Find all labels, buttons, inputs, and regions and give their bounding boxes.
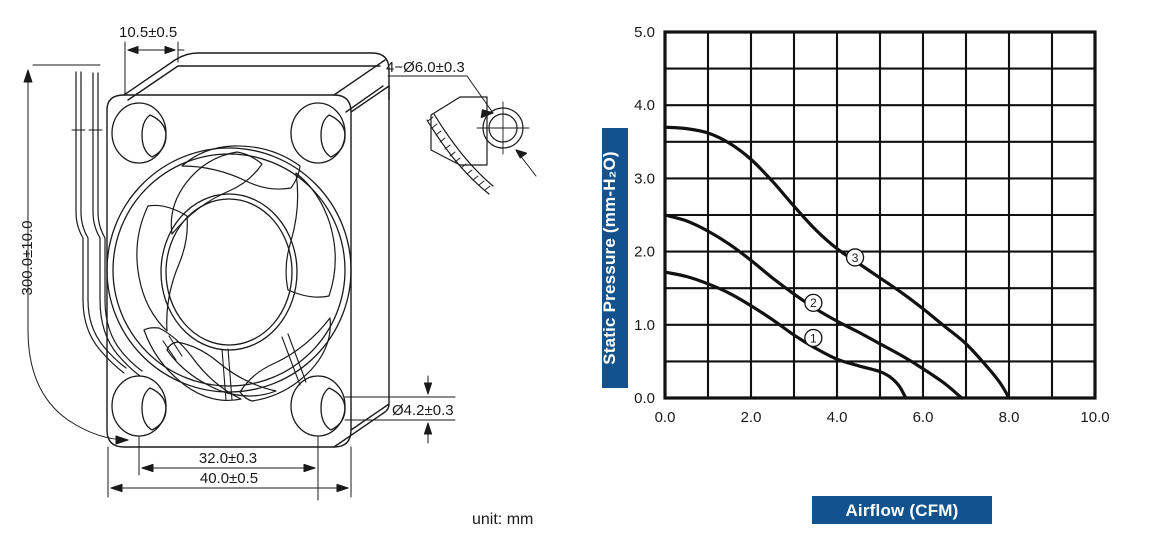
x-tick-label: 4.0 [827, 409, 848, 426]
y-axis-banner [602, 128, 628, 388]
tick-labels: 0.0 2.0 4.0 6.0 8.0 10.0 0.0 1.0 2.0 3.0 4.0 5.0 [634, 24, 1109, 426]
chart-canvas: Static Pressure (mm-H₂O) Airflow (CFM) 1… [600, 24, 1110, 524]
dimension-lead-length [23, 64, 129, 445]
dimension-label-lead-length: 300.0±10.0 [19, 221, 36, 296]
fan-mechanical-drawing: 10.5±0.5 300.0±10.0 32.0±0.3 40.0±0.5 Ø4… [19, 24, 537, 528]
corner-detail-view [387, 75, 537, 195]
dimension-hole-pitch [138, 435, 319, 501]
curve-marker-3: 3 [845, 248, 865, 267]
fan-housing [106, 52, 390, 448]
hub-struts [162, 333, 307, 401]
performance-chart: Static Pressure (mm-H₂O) Airflow (CFM) 1… [596, 0, 1160, 550]
curve-marker-circle [804, 293, 823, 312]
curve-marker-label: 1 [810, 331, 817, 345]
plot-area: 1 2 3 [663, 30, 1097, 400]
unit-note: unit: mm [472, 511, 533, 528]
y-tick-label: 5.0 [634, 24, 655, 41]
x-axis-banner [812, 496, 992, 524]
y-tick-label: 3.0 [634, 170, 655, 187]
curve-marker-label: 3 [852, 251, 859, 265]
drawing-canvas: 10.5±0.5 300.0±10.0 32.0±0.3 40.0±0.5 Ø4… [19, 24, 537, 528]
curve-marker-circle [804, 328, 823, 348]
dimension-label-frame-size: 40.0±0.5 [200, 470, 258, 487]
x-tick-label: 6.0 [913, 409, 934, 426]
mounting-hole-bottom-left [111, 375, 167, 437]
mounting-hole-top-right [290, 102, 346, 164]
mounting-hole-bottom-right [290, 375, 346, 437]
x-tick-label: 2.0 [741, 409, 762, 426]
y-tick-label: 0.0 [634, 390, 655, 407]
curve-marker-circle [845, 248, 865, 267]
x-tick-label: 8.0 [999, 409, 1020, 426]
dimension-label-corner-callout: 4−Ø6.0±0.3 [386, 59, 465, 76]
y-tick-label: 4.0 [634, 97, 655, 114]
y-axis-label-text: Static Pressure (mm-H₂O) [600, 151, 619, 365]
fan-hub [160, 193, 298, 351]
x-axis-label: Airflow (CFM) [812, 496, 992, 524]
dimension-label-hole-dia: Ø4.2±0.3 [392, 402, 454, 419]
mounting-hole-top-left [111, 102, 167, 164]
y-tick-label: 2.0 [634, 244, 655, 261]
x-tick-label: 0.0 [655, 409, 676, 426]
curve-marker-2: 2 [804, 293, 823, 312]
y-tick-label: 1.0 [634, 317, 655, 334]
curve-series-1 [663, 270, 908, 400]
curve-marker-1: 1 [804, 328, 823, 348]
x-axis-label-text: Airflow (CFM) [845, 501, 958, 520]
dimension-depth [124, 41, 185, 96]
dimension-label-depth: 10.5±0.5 [119, 24, 177, 41]
dimension-frame-size [107, 446, 352, 498]
curve-marker-label: 2 [810, 296, 817, 310]
lead-wires [71, 71, 143, 377]
dimension-label-hole-pitch: 32.0±0.3 [199, 450, 257, 467]
dimension-hole-dia [344, 375, 456, 444]
x-tick-label: 10.0 [1080, 409, 1109, 426]
y-axis-label: Static Pressure (mm-H₂O) [600, 128, 628, 388]
